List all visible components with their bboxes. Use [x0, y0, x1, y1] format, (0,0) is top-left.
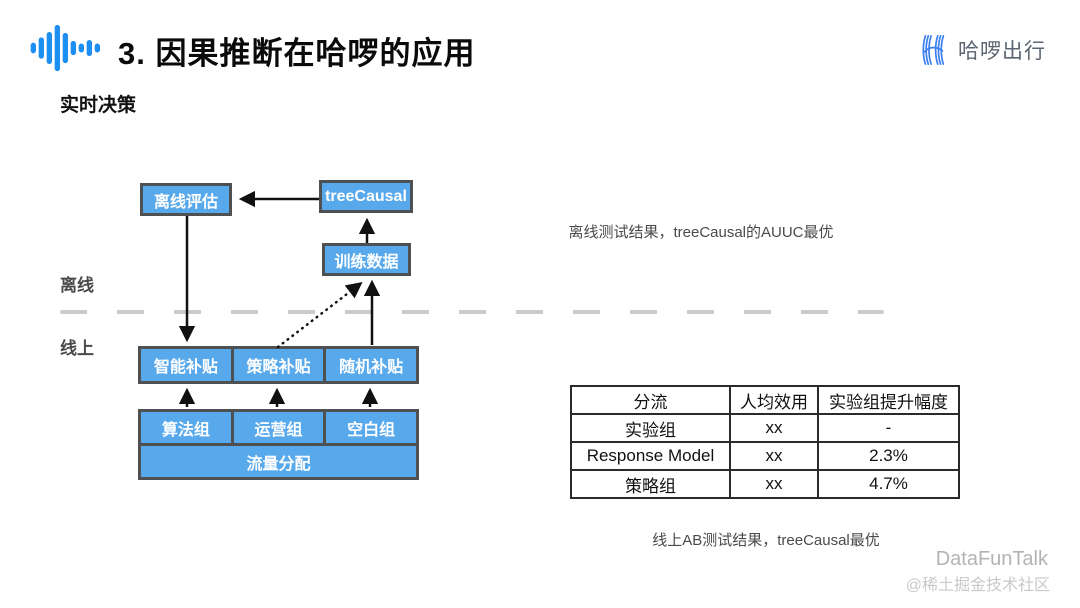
cell-lift: 4.7% [817, 469, 960, 499]
node-smart-subsidy: 智能补贴 [141, 349, 231, 381]
node-strategy-subsidy: 策略补贴 [233, 349, 324, 381]
cell-utility: xx [729, 441, 819, 471]
header-lift: 实验组提升幅度 [817, 385, 960, 415]
node-training-data: 训练数据 [322, 243, 411, 276]
brand-logo-text: 哈啰出行 [958, 40, 1046, 63]
offline-zone-label: 离线 [60, 276, 94, 295]
cell-utility: xx [729, 469, 819, 499]
node-random-subsidy: 随机补贴 [326, 349, 416, 381]
section-subtitle: 实时决策 [60, 95, 137, 116]
node-offline-eval: 离线评估 [140, 183, 232, 216]
waveform-icon [30, 24, 100, 72]
cell-lift: - [817, 413, 960, 443]
node-traffic-split: 流量分配 [141, 446, 416, 477]
hello-h-icon [922, 34, 945, 66]
cell-group-name: 策略组 [570, 469, 731, 499]
node-ops-group: 运营组 [233, 412, 324, 443]
community-watermark: @稀土掘金技术社区 [905, 577, 1050, 594]
node-algo-group: 算法组 [141, 412, 231, 443]
header-split: 分流 [570, 385, 731, 415]
cell-group-name: 实验组 [570, 413, 731, 443]
header-utility: 人均效用 [729, 385, 819, 415]
offline-online-divider [60, 310, 884, 314]
online-result-note: 线上AB测试结果，treeCausal最优 [652, 532, 880, 549]
ab-test-result-table: 分流 人均效用 实验组提升幅度 实验组 xx - Response Model … [570, 385, 960, 499]
traffic-group-block: 算法组 运营组 空白组 流量分配 [138, 409, 419, 480]
node-blank-group: 空白组 [326, 412, 416, 443]
online-zone-label: 线上 [60, 339, 94, 358]
table-header-row: 分流 人均效用 实验组提升幅度 [570, 385, 960, 415]
arrow-strategysubsidy-to-trainingdata-dotted [276, 282, 363, 349]
table-row: 策略组 xx 4.7% [570, 469, 960, 499]
node-tree-causal: treeCausal [319, 180, 413, 213]
cell-utility: xx [729, 413, 819, 443]
offline-result-note: 离线测试结果，treeCausal的AUUC最优 [568, 224, 834, 241]
cell-lift: 2.3% [817, 441, 960, 471]
page-title: 3. 因果推断在哈啰的应用 [118, 36, 476, 71]
table-row: Response Model xx 2.3% [570, 441, 960, 471]
subsidy-row: 智能补贴 策略补贴 随机补贴 [138, 346, 419, 384]
cell-group-name: Response Model [570, 441, 731, 471]
table-row: 实验组 xx - [570, 413, 960, 443]
brand-logo: 哈啰出行 [916, 32, 1046, 68]
datafuntalk-watermark: DataFunTalk [935, 548, 1048, 570]
